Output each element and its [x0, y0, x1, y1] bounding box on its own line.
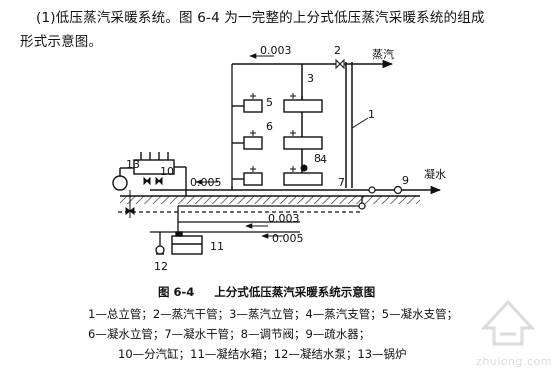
intro-paragraph: (1)低压蒸汽采暖系统。图 6-4 为一完整的上分式低压蒸汽采暖系统的组成 形式…: [20, 6, 546, 54]
steam-label: 蒸汽: [372, 47, 394, 61]
ground-hatch: [120, 196, 420, 204]
boiler-13: [112, 167, 136, 191]
label-6: 6: [266, 120, 273, 133]
label-8: 8: [314, 152, 321, 165]
label-5: 5: [266, 96, 273, 109]
label-7: 7: [338, 176, 345, 189]
label-9: 9: [402, 174, 409, 187]
steam-trap-9: [393, 185, 403, 195]
label-3: 3: [307, 72, 314, 85]
label-4: 4: [320, 153, 327, 166]
slope-label-top: 0.003: [260, 44, 292, 57]
slope-label-left: 0.005: [190, 176, 222, 189]
regulating-valve-2: [335, 58, 345, 70]
figure-caption: 图 6-4 上分式低压蒸汽采暖系统示意图: [158, 284, 375, 300]
underground-returns: [118, 196, 363, 233]
intro-line-2: 形式示意图。: [20, 34, 103, 50]
steam-branch-valves: [250, 93, 296, 172]
condensate-tank-11: [171, 231, 203, 255]
label-12: 12: [154, 260, 168, 273]
slope-label-bottom-1: 0.003: [268, 212, 300, 225]
text-labels: 蒸汽 凝水 0.003 0.005 0.003 0.005: [190, 44, 446, 245]
label-1: 1: [368, 108, 375, 121]
main-riser-leader: [351, 117, 369, 129]
regulating-valve-8: [300, 164, 308, 172]
watermark-text: zhulong.com: [476, 355, 552, 368]
figure-title: 上分式低压蒸汽采暖系统示意图: [214, 285, 376, 299]
boiler-valves: [125, 176, 163, 218]
heating-system-diagram: 1 2 3 4 5 6 7 8 9 10 11 12 13 蒸汽 凝水 0.00…: [112, 44, 446, 273]
radiators-left: [232, 99, 263, 186]
slope-label-bottom-2: 0.005: [272, 232, 304, 245]
distributor-10: [133, 152, 187, 196]
label-10: 10: [160, 165, 174, 178]
condensate-pump-12: [155, 232, 165, 255]
label-11: 11: [210, 240, 224, 253]
legend-line-2: 6—凝水立管；7—凝水干管；8—调节阀；9—疏水器；: [88, 327, 371, 341]
number-labels: 1 2 3 4 5 6 7 8 9 10 11 12 13: [126, 44, 409, 273]
watermark: zhulong.com: [462, 298, 552, 368]
condensate-main: [150, 185, 442, 195]
legend-line-3: 10—分汽缸；11—凝结水箱；12—凝结水泵；13—锅炉: [118, 347, 407, 361]
main-riser: [345, 62, 353, 188]
legend-line-1: 1—总立管；2—蒸汽干管；3—蒸汽立管；4—蒸汽支管；5—凝水支管；: [88, 307, 459, 321]
label-13: 13: [126, 158, 140, 171]
watermark-logo-icon: [480, 299, 536, 346]
steam-trap-floor: [368, 186, 376, 194]
label-2: 2: [334, 44, 341, 57]
condensate-label: 凝水: [424, 167, 446, 181]
steam-trap-under: [358, 202, 366, 210]
figure-number: 图 6-4: [158, 285, 195, 299]
intro-line-1: (1)低压蒸汽采暖系统。图 6-4 为一完整的上分式低压蒸汽采暖系统的组成: [36, 10, 485, 26]
radiators-right: [283, 96, 323, 186]
